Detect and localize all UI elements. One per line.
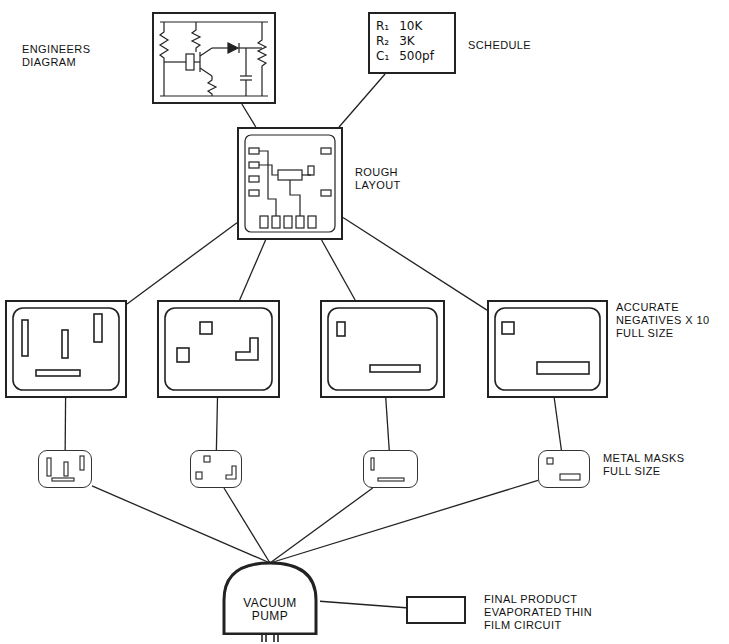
connector-line	[339, 74, 385, 127]
dome-shape	[224, 563, 316, 634]
connector-line	[322, 240, 356, 300]
circuit-diagram-box: ENGINEERS DIAGRAM	[152, 12, 276, 104]
connector-line	[92, 486, 270, 563]
schedule-table: R₁ 10K R₂ 3K C₁ 500pf	[376, 19, 434, 64]
node-label: VACUUM PUMP	[234, 596, 306, 624]
connector-line	[65, 398, 67, 450]
final-product-box: FINAL PRODUCT EVAPORATED THIN FILM CIRCU…	[406, 596, 466, 624]
node-label: ENGINEERS DIAGRAM	[20, 42, 100, 70]
metal-mask: METAL MASKS FULL SIZE	[538, 450, 590, 488]
connector-line	[224, 488, 270, 563]
connector-line	[240, 240, 266, 300]
pump-stem	[262, 635, 278, 642]
table-cell: R₁	[376, 19, 389, 34]
table-cell: 3K	[399, 34, 434, 49]
node-label: FINAL PRODUCT EVAPORATED THIN FILM CIRCU…	[482, 592, 608, 633]
table-cell: 10K	[399, 19, 434, 34]
metal-mask	[363, 450, 418, 488]
metal-mask	[190, 450, 242, 488]
connector-line	[320, 601, 406, 607]
connector-line	[270, 488, 373, 563]
table-cell: C₁	[376, 49, 389, 64]
connector-line	[216, 398, 217, 450]
table-cell: R₂	[376, 34, 389, 49]
negative-box	[320, 300, 445, 398]
node-label: ACCURATE NEGATIVES X 10 FULL SIZE	[614, 300, 726, 341]
node-label: METAL MASKS FULL SIZE	[601, 451, 701, 479]
negative-artwork	[13, 308, 600, 390]
node-label: ROUGH LAYOUT	[353, 165, 417, 193]
vacuum-pump-dome: VACUUM PUMP	[220, 560, 320, 635]
negative-box	[5, 300, 127, 398]
connector-line	[270, 480, 538, 563]
mask-artwork	[47, 456, 580, 481]
layout-sketch	[245, 135, 335, 232]
connector-line	[343, 218, 487, 311]
rough-layout-box: ROUGH LAYOUT	[237, 127, 343, 240]
schedule-box: R₁10KR₂3KC₁500pfSCHEDULE	[368, 12, 456, 74]
connector-line	[127, 223, 237, 304]
table-cell: 500pf	[399, 49, 434, 64]
metal-mask	[38, 450, 92, 488]
node-label: SCHEDULE	[466, 38, 538, 53]
negative-box	[157, 300, 280, 398]
connector-line	[242, 104, 256, 127]
circuit-schematic	[160, 22, 268, 96]
negative-box: ACCURATE NEGATIVES X 10 FULL SIZE	[487, 300, 608, 398]
connector-line	[554, 398, 561, 450]
connector-line	[386, 398, 389, 450]
